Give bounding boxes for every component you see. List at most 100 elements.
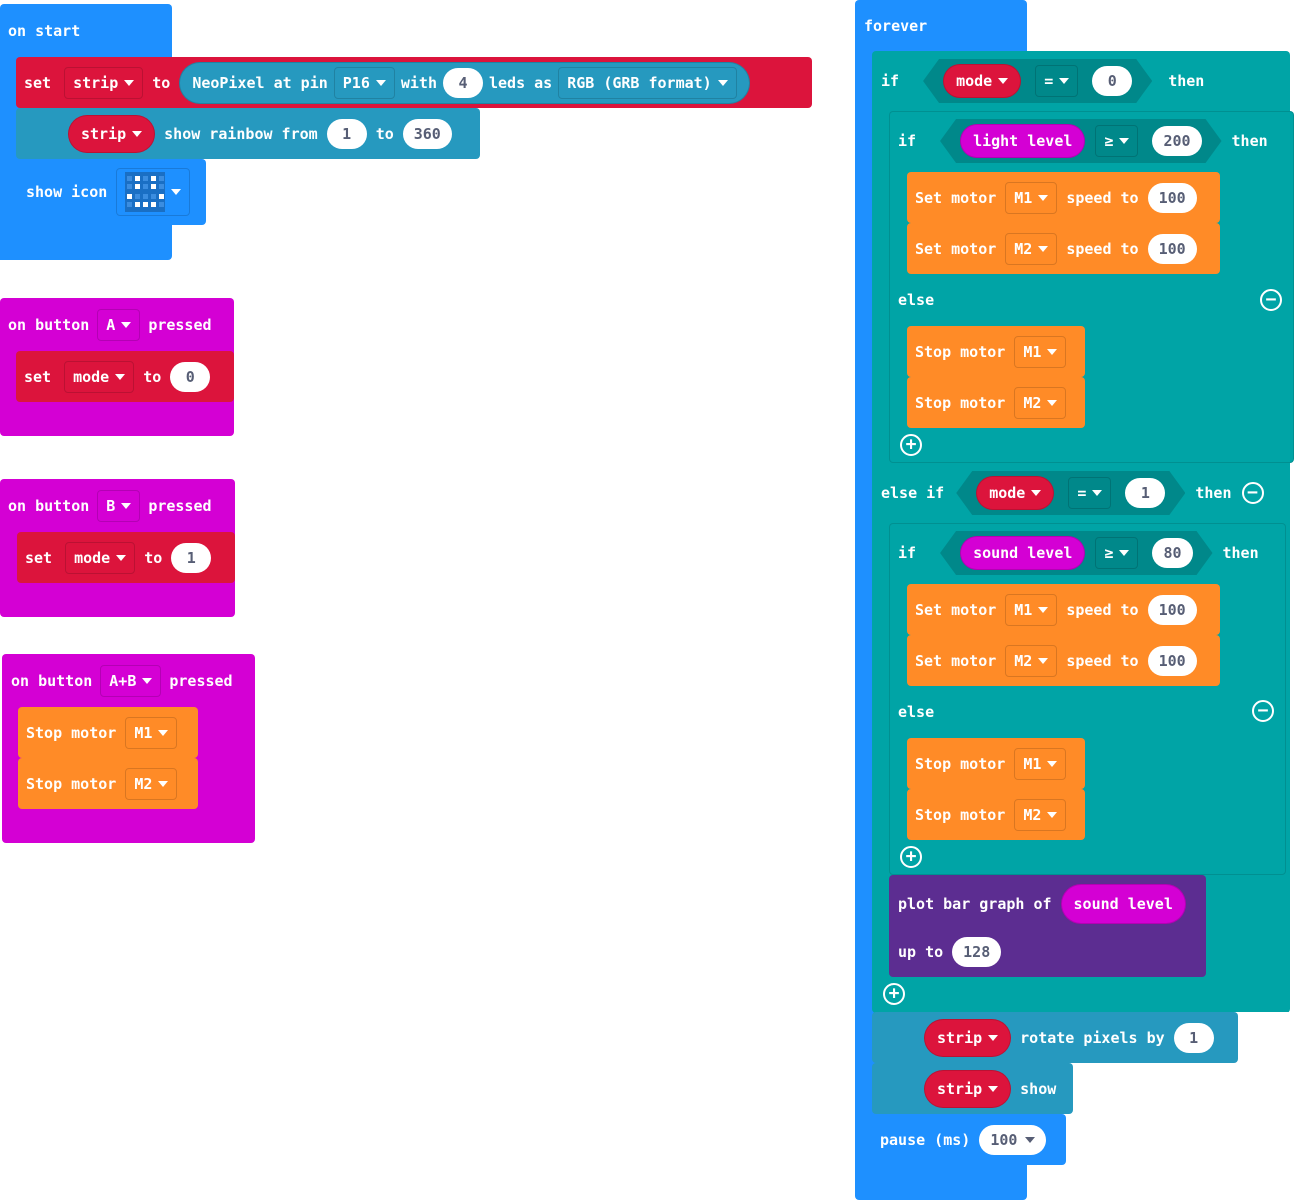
motor-dropdown[interactable]: M2 bbox=[1014, 798, 1067, 831]
set-strip-block[interactable]: set strip to NeoPixel at pin P16 with 4 … bbox=[16, 57, 812, 108]
dropdown-arrow-icon bbox=[121, 503, 132, 509]
strip-show-block[interactable]: strip show bbox=[872, 1063, 1073, 1114]
strip-variable-dropdown[interactable]: strip bbox=[64, 66, 144, 99]
dropdown-arrow-icon bbox=[124, 79, 135, 86]
gte-operator-dropdown[interactable]: ≥ bbox=[1095, 537, 1138, 569]
if-keyword: if bbox=[881, 72, 900, 90]
set-mode-0-block[interactable]: set mode to 0 bbox=[16, 351, 234, 402]
rotate-pixels-text: rotate pixels by bbox=[1020, 1028, 1165, 1047]
sound-level-reporter[interactable]: sound level bbox=[1060, 884, 1186, 924]
set-keyword: set bbox=[25, 548, 53, 567]
add-else-if-icon[interactable]: + bbox=[900, 434, 922, 456]
motor-dropdown[interactable]: M2 bbox=[1005, 232, 1058, 265]
equals-operator-dropdown[interactable]: = bbox=[1068, 477, 1111, 509]
add-else-if-icon[interactable]: + bbox=[900, 846, 922, 868]
neopixel-create-block[interactable]: NeoPixel at pin P16 with 4 leds as RGB (… bbox=[179, 61, 750, 104]
pin-dropdown[interactable]: P16 bbox=[333, 66, 395, 99]
stop-motor-m1-block[interactable]: Stop motor M1 bbox=[18, 707, 198, 758]
then-keyword: then bbox=[1195, 484, 1232, 502]
speed-to-text: speed to bbox=[1066, 651, 1139, 670]
format-dropdown[interactable]: RGB (GRB format) bbox=[558, 66, 737, 99]
speed-input[interactable]: 100 bbox=[1147, 182, 1197, 213]
show-rainbow-block[interactable]: strip show rainbow from 1 to 360 bbox=[16, 108, 480, 159]
rainbow-from-input[interactable]: 1 bbox=[326, 118, 367, 149]
dropdown-arrow-icon bbox=[1038, 657, 1049, 664]
show-icon-text: show icon bbox=[26, 183, 108, 201]
light-level-reporter[interactable]: light level bbox=[960, 124, 1085, 158]
motor-dropdown[interactable]: M1 bbox=[1014, 335, 1067, 368]
strip-variable-reporter[interactable]: strip bbox=[924, 1018, 1012, 1057]
mode-value-input[interactable]: 0 bbox=[170, 361, 211, 392]
mode-variable-reporter[interactable]: mode bbox=[943, 64, 1021, 98]
compare-value-input[interactable]: 1 bbox=[1125, 478, 1165, 508]
rainbow-to-input[interactable]: 360 bbox=[402, 118, 452, 149]
sound-level-condition[interactable]: sound level ≥ 80 bbox=[940, 531, 1212, 575]
mode-variable-dropdown[interactable]: mode bbox=[64, 360, 135, 393]
mode-equals-0-condition[interactable]: mode = 0 bbox=[923, 59, 1152, 103]
compare-value-input[interactable]: 0 bbox=[1092, 66, 1132, 96]
motor-dropdown[interactable]: M1 bbox=[1005, 181, 1058, 214]
gte-operator-dropdown[interactable]: ≥ bbox=[1095, 125, 1138, 157]
button-b-dropdown[interactable]: B bbox=[97, 490, 141, 522]
remove-else-icon[interactable]: − bbox=[1260, 289, 1282, 311]
remove-else-if-icon[interactable]: − bbox=[1241, 482, 1264, 504]
rotate-value-input[interactable]: 1 bbox=[1173, 1022, 1214, 1053]
motor-dropdown[interactable]: M1 bbox=[1005, 593, 1058, 626]
stop-motor-m2-block[interactable]: Stop motor M2 bbox=[907, 377, 1085, 428]
mode-variable-reporter[interactable]: mode bbox=[976, 476, 1054, 510]
mode-equals-1-condition[interactable]: mode = 1 bbox=[956, 471, 1185, 515]
strip-variable-reporter[interactable]: strip bbox=[68, 114, 156, 153]
dropdown-arrow-icon bbox=[1092, 490, 1102, 496]
pause-text: pause (ms) bbox=[880, 1130, 971, 1149]
on-button-text: on button bbox=[11, 672, 93, 690]
motor-dropdown[interactable]: M2 bbox=[1005, 644, 1058, 677]
smiley-led-icon bbox=[125, 172, 166, 212]
stop-motor-text: Stop motor bbox=[26, 723, 117, 742]
light-threshold-input[interactable]: 200 bbox=[1152, 126, 1201, 156]
set-motor-m2-block[interactable]: Set motor M2 speed to 100 bbox=[907, 223, 1220, 274]
motor-dropdown[interactable]: M1 bbox=[1014, 747, 1067, 780]
stop-motor-text: Stop motor bbox=[915, 393, 1006, 412]
stop-motor-text: Stop motor bbox=[915, 754, 1006, 773]
mode-value-input[interactable]: 1 bbox=[171, 542, 212, 573]
set-keyword: set bbox=[24, 73, 52, 92]
pause-value-dropdown[interactable]: 100 bbox=[979, 1124, 1047, 1155]
then-keyword: then bbox=[1222, 544, 1259, 562]
stop-motor-m2-block[interactable]: Stop motor M2 bbox=[18, 758, 198, 809]
dropdown-arrow-icon bbox=[171, 189, 182, 195]
equals-operator-dropdown[interactable]: = bbox=[1035, 65, 1078, 97]
speed-input[interactable]: 100 bbox=[1147, 594, 1197, 625]
on-button-text: on button bbox=[8, 497, 90, 515]
stop-motor-m2-block[interactable]: Stop motor M2 bbox=[907, 789, 1085, 840]
dropdown-arrow-icon bbox=[121, 322, 132, 328]
mode-variable-dropdown[interactable]: mode bbox=[65, 541, 136, 574]
motor-dropdown[interactable]: M1 bbox=[125, 716, 178, 749]
rotate-pixels-block[interactable]: strip rotate pixels by 1 bbox=[872, 1012, 1238, 1063]
light-level-condition[interactable]: light level ≥ 200 bbox=[940, 119, 1221, 163]
speed-input[interactable]: 100 bbox=[1147, 645, 1197, 676]
pause-block[interactable]: pause (ms) 100 bbox=[872, 1114, 1066, 1165]
show-icon-block[interactable]: show icon bbox=[16, 159, 206, 225]
sound-level-reporter[interactable]: sound level bbox=[960, 536, 1085, 570]
stop-motor-m1-block[interactable]: Stop motor M1 bbox=[907, 326, 1085, 377]
dropdown-arrow-icon bbox=[1038, 245, 1049, 252]
button-ab-dropdown[interactable]: A+B bbox=[100, 665, 162, 697]
set-motor-m1-block[interactable]: Set motor M1 speed to 100 bbox=[907, 172, 1220, 223]
icon-dropdown[interactable] bbox=[116, 168, 191, 216]
set-motor-m1-block[interactable]: Set motor M1 speed to 100 bbox=[907, 584, 1220, 635]
set-mode-1-block[interactable]: set mode to 1 bbox=[17, 532, 235, 583]
led-count-input[interactable]: 4 bbox=[443, 67, 483, 98]
button-a-dropdown[interactable]: A bbox=[97, 309, 141, 341]
speed-input[interactable]: 100 bbox=[1147, 233, 1197, 264]
strip-variable-reporter[interactable]: strip bbox=[924, 1069, 1012, 1108]
set-motor-m2-block[interactable]: Set motor M2 speed to 100 bbox=[907, 635, 1220, 686]
on-start-label: on start bbox=[8, 22, 81, 40]
motor-dropdown[interactable]: M2 bbox=[125, 767, 178, 800]
sound-threshold-input[interactable]: 80 bbox=[1152, 538, 1192, 568]
stop-motor-m1-block[interactable]: Stop motor M1 bbox=[907, 738, 1085, 789]
add-else-if-icon[interactable]: + bbox=[883, 983, 905, 1005]
motor-dropdown[interactable]: M2 bbox=[1014, 386, 1067, 419]
dropdown-arrow-icon bbox=[1038, 606, 1049, 613]
up-to-input[interactable]: 128 bbox=[952, 937, 1002, 967]
remove-else-icon[interactable]: − bbox=[1252, 700, 1274, 722]
